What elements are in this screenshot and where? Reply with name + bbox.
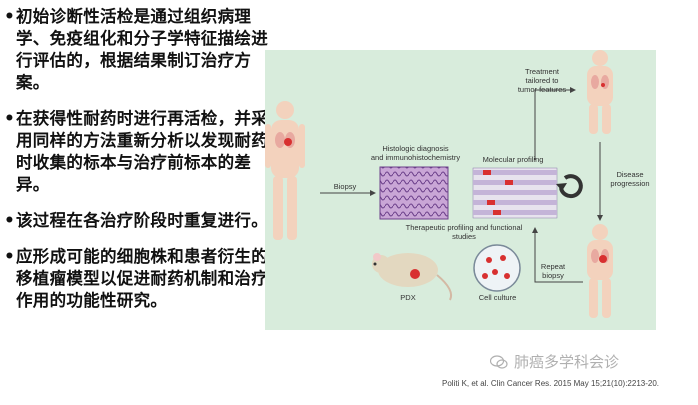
label-cell-culture: Cell culture bbox=[478, 293, 517, 302]
bullet-item: • 在获得性耐药时进行再活检，并采用同样的方法重新分析以发现耐药时收集的标本与治… bbox=[4, 108, 276, 196]
bullet-item: • 应形成可能的细胞株和患者衍生的移植瘤模型以促进耐药机制和治疗作用的功能性研究… bbox=[4, 246, 276, 312]
cell-culture-graphic bbox=[473, 244, 521, 292]
label-histologic-diagnosis: Histologic diagnosis and immunohistochem… bbox=[370, 144, 461, 162]
bullet-item: • 初始诊断性活检是通过组织病理学、免疫组化和分子学特征描绘进行评估的，根据结果… bbox=[4, 6, 276, 94]
label-disease-progression: Disease progression bbox=[610, 170, 650, 188]
patient-figure-left bbox=[265, 101, 305, 240]
bullet-marker: • bbox=[4, 109, 15, 129]
bullet-text: 该过程在各治疗阶段时重复进行。 bbox=[16, 211, 268, 230]
watermark-text: 肺癌多学科会诊 bbox=[514, 353, 620, 371]
label-treatment: Treatment tailored to tumor features bbox=[517, 67, 567, 94]
label-repeat-biopsy: Repeat biopsy bbox=[540, 262, 566, 280]
watermark: 肺癌多学科会诊 bbox=[490, 351, 619, 372]
bullet-list: • 初始诊断性活检是通过组织病理学、免疫组化和分子学特征描绘进行评估的，根据结果… bbox=[4, 6, 276, 326]
workflow-figure: Biopsy Histologic diagnosis and immunohi… bbox=[265, 50, 656, 330]
pdx-mouse-graphic bbox=[372, 253, 453, 301]
bullet-marker: • bbox=[4, 247, 15, 267]
label-biopsy: Biopsy bbox=[333, 182, 357, 191]
molecular-profile-graphic bbox=[472, 167, 558, 219]
arrow-repeat-biopsy bbox=[532, 227, 583, 283]
cycle-icon bbox=[556, 174, 583, 199]
bullet-text: 初始诊断性活检是通过组织病理学、免疫组化和分子学特征描绘进行评估的，根据结果制订… bbox=[16, 7, 268, 92]
bullet-text: 在获得性耐药时进行再活检，并采用同样的方法重新分析以发现耐药时收集的标本与治疗前… bbox=[16, 109, 268, 194]
bullet-marker: • bbox=[4, 7, 15, 27]
histology-image bbox=[379, 166, 449, 220]
patient-figure-top-right bbox=[587, 50, 613, 134]
label-molecular-profiling: Molecular profiling bbox=[482, 155, 544, 164]
bullet-item: • 该过程在各治疗阶段时重复进行。 bbox=[4, 210, 276, 232]
label-therapeutic-profiling: Therapeutic profiling and functional stu… bbox=[405, 223, 523, 241]
bullet-marker: • bbox=[4, 211, 15, 231]
citation: Politi K, et al. Clin Cancer Res. 2015 M… bbox=[442, 379, 660, 388]
patient-figure-bottom-right bbox=[587, 224, 613, 318]
wechat-icon bbox=[490, 354, 508, 369]
label-pdx: PDX bbox=[400, 293, 416, 302]
arrow-treatment bbox=[534, 87, 576, 160]
bullet-text: 应形成可能的细胞株和患者衍生的移植瘤模型以促进耐药机制和治疗作用的功能性研究。 bbox=[16, 247, 268, 310]
workflow-diagram bbox=[265, 50, 613, 318]
